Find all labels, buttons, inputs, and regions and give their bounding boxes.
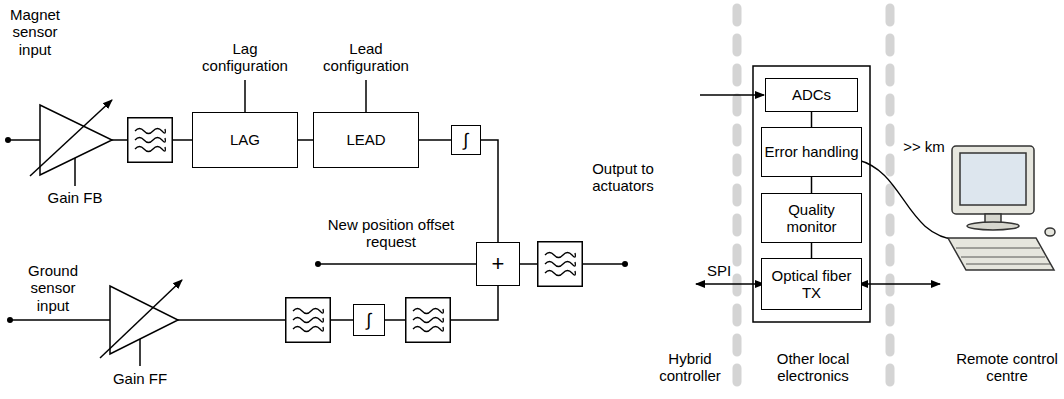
gain-label: Gain FB (35, 189, 115, 206)
drawing-part (961, 257, 1045, 258)
filter-symbol (286, 298, 331, 343)
label-text: Remote control centre (956, 350, 1058, 384)
drawing-part (139, 336, 141, 366)
column-label: Hybrid controller (648, 350, 732, 385)
filter-symbol (538, 242, 583, 287)
amplifier-symbol (110, 286, 178, 354)
filter-symbol (406, 298, 451, 343)
column-label: Other local electronics (766, 350, 860, 385)
node-text: Optical fiber TX (762, 267, 861, 302)
node-text: ADCs (792, 86, 831, 103)
label-text: Gain FF (113, 370, 167, 387)
label-text: Lag configuration (202, 40, 288, 74)
node-text: ∫ (367, 310, 372, 331)
variable-gain-arrow (100, 280, 182, 358)
lead-block: LEAD (313, 112, 419, 168)
integrator-block: ∫ (353, 304, 385, 336)
process-box: ADCs (765, 78, 858, 112)
drawing-part (112, 139, 127, 141)
drawing-part (1045, 228, 1055, 236)
column-separator (733, 8, 742, 392)
drawing-part (952, 146, 1034, 214)
label-text: Other local electronics (777, 350, 850, 384)
signal-label: Ground sensor input (18, 262, 88, 314)
computer-icon (948, 146, 1055, 270)
label-text: SPI (707, 262, 731, 279)
label-text: Magnet sensor input (10, 6, 60, 58)
config-label: Lag configuration (195, 40, 295, 75)
node-text: LAG (230, 131, 260, 148)
node-text: LEAD (346, 131, 385, 148)
connector (481, 140, 498, 242)
process-box: Error handling (761, 127, 862, 177)
drawing-part (956, 248, 1040, 249)
drawing-part (5, 137, 11, 143)
connector (298, 139, 313, 141)
connector (419, 139, 451, 141)
node-text: Quality monitor (762, 201, 861, 236)
label-text: Hybrid controller (659, 350, 721, 384)
distance-label: >> km (898, 138, 950, 155)
filter-symbol (128, 118, 173, 163)
process-box: Optical fiber TX (761, 258, 862, 310)
drawing-part (318, 263, 476, 265)
lag-block: LAG (192, 112, 298, 168)
drawing-part (960, 153, 1026, 205)
integrator-block: ∫ (451, 125, 481, 155)
spi-arrow (696, 283, 764, 285)
drawing-part (244, 80, 246, 112)
column-separator (886, 8, 895, 392)
drawing-part (331, 319, 353, 321)
drawing-part (365, 80, 367, 112)
drawing-part (7, 317, 13, 323)
electronics-enclosure (753, 66, 870, 322)
summing-junction: + (476, 242, 520, 286)
drawing-part (622, 261, 628, 267)
drawing-part (173, 139, 192, 141)
signal-arrow (700, 94, 764, 96)
drawing-part (583, 263, 625, 265)
drawing-part (385, 319, 405, 321)
drawing-part (8, 139, 40, 141)
drawing-part (520, 263, 537, 265)
amplifier-symbol (40, 105, 112, 175)
drawing-part (948, 238, 1054, 270)
label-text: Ground sensor input (28, 262, 78, 314)
drawing-part (10, 319, 110, 321)
label-text: Output to actuators (592, 160, 654, 194)
drawing-part (966, 264, 1050, 265)
label-text: Gain FB (47, 189, 102, 206)
fiber-cable (858, 160, 958, 240)
fiber-arrow (859, 283, 940, 285)
connector (811, 177, 813, 193)
drawing-part (451, 286, 498, 320)
node-text: ∫ (464, 130, 469, 151)
config-label: Lead configuration (316, 40, 416, 75)
signal-label: New position offset request (318, 216, 464, 251)
drawing-part (178, 319, 285, 321)
drawing-part (315, 261, 321, 267)
node-text: Error handling (764, 143, 858, 160)
gain-label: Gain FF (100, 370, 180, 387)
wires (8, 80, 625, 366)
column-label: Remote control centre (954, 350, 1060, 385)
process-box: Quality monitor (761, 193, 862, 243)
signal-label: Magnet sensor input (2, 6, 68, 58)
connector (811, 112, 813, 127)
connector (811, 243, 813, 258)
drawing-part (967, 222, 1019, 230)
signal-label: Output to actuators (578, 160, 668, 195)
signal-label: SPI (705, 262, 733, 279)
label-text: New position offset request (328, 216, 454, 250)
node-text: + (492, 251, 505, 276)
drawing-part (74, 158, 76, 186)
variable-gain-arrow (30, 100, 112, 176)
label-text: >> km (903, 138, 945, 155)
label-text: Lead configuration (323, 40, 409, 74)
